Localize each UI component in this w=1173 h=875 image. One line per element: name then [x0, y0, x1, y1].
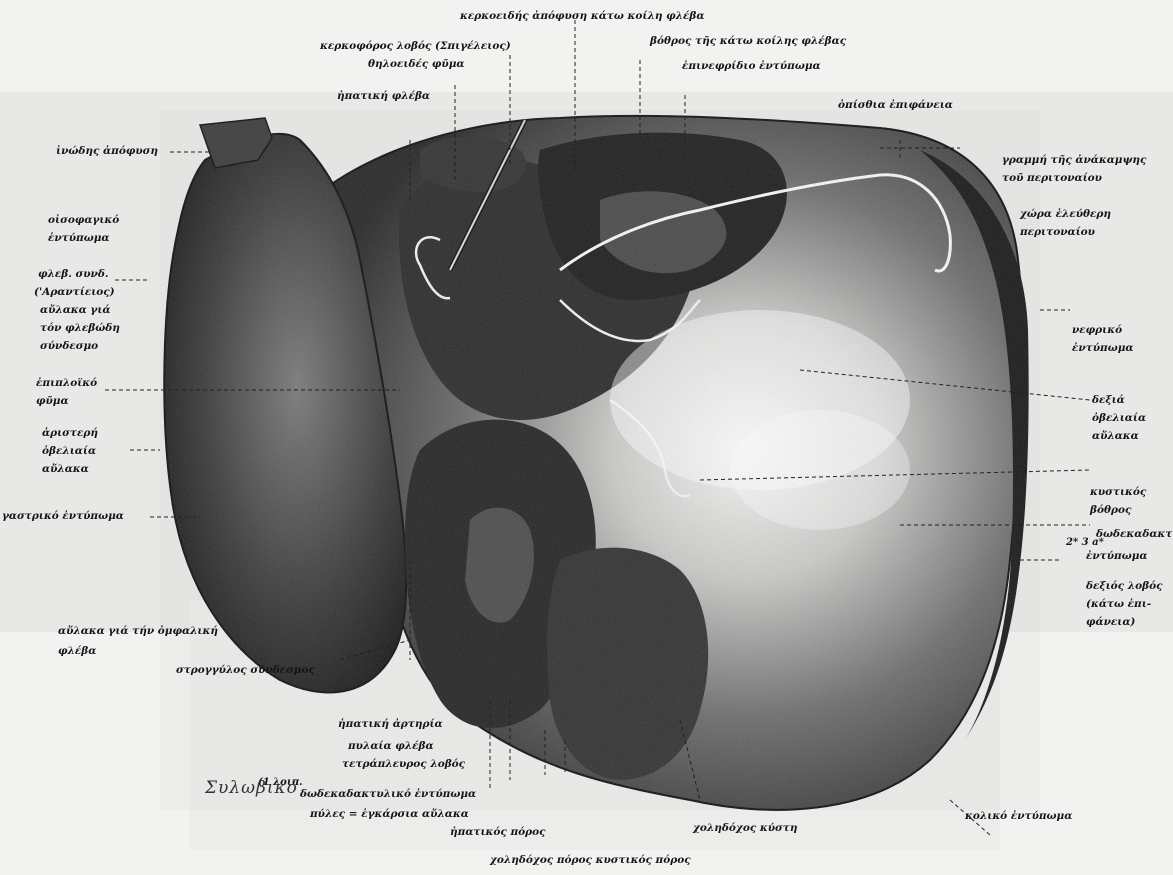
label-umbilical-groove: αὔλακα γιά τήν ὀμφαλική	[58, 623, 218, 640]
label-esophageal-impression: ἐντύπωμα	[48, 230, 109, 247]
label-esophageal: οἰσοφαγικό	[48, 212, 119, 229]
label-fibrous-appendix: ἰνώδης ἀπόφυση	[56, 143, 158, 160]
label-caudate-process-ivc: κερκοειδής ἀπόφυση κάτω κοίλη φλέβα	[460, 8, 704, 25]
label-face: φάνεια)	[1086, 614, 1135, 631]
label-ligament: σύνδεσμο	[40, 338, 98, 355]
label-peritoneum-1: τοῦ περιτοναίου	[1002, 170, 1102, 187]
label-sagittal-right: ὀβελιαία	[1092, 410, 1146, 427]
label-reflection-line: γραμμή τῆς ἀνάκαμψης	[1002, 152, 1146, 169]
label-fossa: βόθρος	[1090, 502, 1131, 519]
label-groove-left: αὔλακα	[42, 461, 89, 478]
label-gastric-impression: γαστρικό ἐντύπωμα	[2, 508, 124, 525]
handwritten-annotation: Συλωβικό	[205, 778, 298, 798]
label-quadrate-lobe: τετράπλευρος λοβός	[342, 756, 465, 773]
label-right: δεξιά	[1092, 392, 1125, 409]
label-left: ἀριστερή	[42, 425, 98, 442]
label-papillary-process: θηλοειδές φῦμα	[368, 56, 464, 73]
label-hepatic-artery: ἡπατική ἀρτηρία	[338, 716, 443, 733]
label-colic-impression: κολικό ἐντύπωμα	[965, 808, 1072, 825]
label-inferior-sur: (κάτω ἐπι-	[1086, 596, 1151, 613]
label-gallbladder: χοληδόχος κύστη	[693, 820, 797, 837]
label-the-venous: τόν φλεβώδη	[40, 320, 120, 337]
label-caudate-lobe: κερκοφόρος λοβός (Σπιγέλειος)	[320, 38, 511, 55]
label-groove-for: αὔλακα γιά	[40, 302, 111, 319]
label-round-ligament: στρογγύλος σύνδεσμος	[176, 662, 315, 679]
label-suprarenal-impression: ἐπινεφρίδιο ἐντύπωμα	[682, 58, 821, 75]
label-posterior-surface: ὀπίσθια ἐπιφάνεια	[838, 97, 953, 114]
label-groove-right: αὔλακα	[1092, 428, 1139, 445]
label-portal-vein: πυλαία φλέβα	[348, 738, 434, 755]
label-hepatic-vein: ἡπατική φλέβα	[337, 88, 430, 105]
label-duodenal-bottom: δωδεκαδακτυλικό ἐντύπωμα	[300, 786, 476, 803]
label-ivc-fossa: βόθρος τῆς κάτω κοίλης φλέβας	[650, 33, 846, 50]
label-arantius: ('Αραντίειος)	[34, 284, 115, 301]
label-hepatic-duct: ἡπατικός πόρος	[450, 824, 546, 841]
label-peritoneum-2: περιτοναίου	[1020, 224, 1095, 241]
label-right-lobe: δεξιός λοβός	[1086, 578, 1162, 595]
label-ligamentum-venosum: φλεβ. συνδ.	[38, 266, 109, 283]
label-renal-impression: ἐντύπωμα	[1072, 340, 1133, 357]
label-omental: ἐπιπλοϊκό	[36, 375, 97, 392]
label-cystic: κυστικός	[1090, 484, 1146, 501]
label-sagittal-left: ὀβελιαία	[42, 443, 96, 460]
label-duodenal-impression-right: ἐντύπωμα	[1086, 548, 1147, 565]
label-porta-hepatis: πύλες = ἐγκάρσια αὔλακα	[310, 806, 469, 823]
label-bare-area: χώρα ἐλεύθερη	[1020, 206, 1111, 223]
label-tuber: φῦμα	[36, 393, 69, 410]
label-umbilical-vein: φλέβα	[58, 643, 96, 660]
label-bile-cystic-duct: χοληδόχος πόρος κυστικός πόρος	[490, 852, 691, 869]
label-renal: νεφρικό	[1072, 322, 1122, 339]
label-duodenal-right: δωδεκαδακτ.	[1096, 526, 1173, 543]
